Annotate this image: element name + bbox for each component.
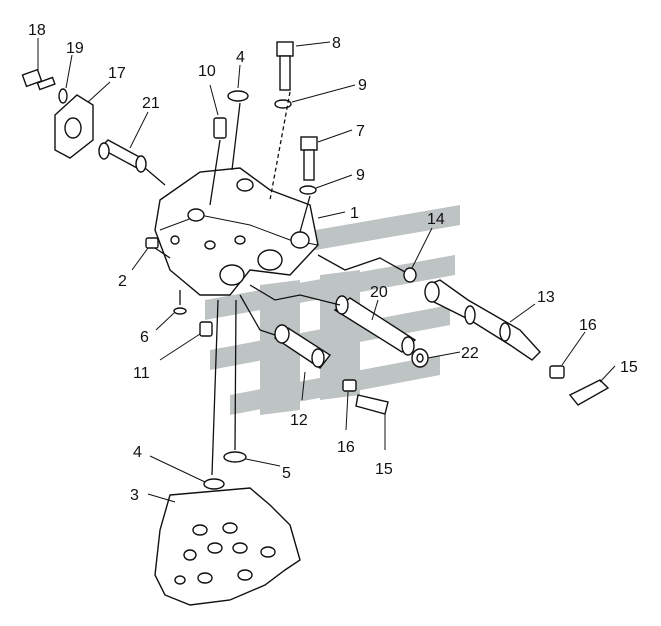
callout-4-lower: 4 [133,444,142,461]
callout-14: 14 [427,211,445,228]
callout-16-right: 16 [579,317,597,334]
callout-8: 8 [332,35,341,52]
nut-16-right [549,365,565,379]
callout-9-lower: 9 [356,167,365,184]
callout-labels: 18 19 17 21 10 4 8 9 7 9 1 14 2 20 13 6 … [28,22,638,504]
valve-body-1 [154,167,319,296]
callout-3: 3 [130,487,139,504]
callout-20: 20 [370,284,388,301]
washer-22 [411,348,429,368]
plug-10 [213,117,227,139]
o-ring-4-upper [227,90,249,102]
callout-2: 2 [118,273,127,290]
assembly-lines [144,91,406,476]
spool-12 [273,324,332,369]
callout-13: 13 [537,289,555,306]
o-ring-6 [173,307,187,315]
callout-17: 17 [108,65,126,82]
cover-plate-17 [54,94,94,159]
callout-11: 11 [133,365,150,382]
washer-9-lower [299,185,317,195]
spool-13 [424,279,541,361]
plug-11 [199,321,213,337]
bolt-18 [21,68,56,91]
watermark-block [260,280,300,415]
plug-14 [403,267,417,283]
pin-15-right [568,379,610,406]
washer-19 [58,88,68,104]
callout-5: 5 [282,465,291,482]
callout-21: 21 [142,95,160,112]
callout-16-left: 16 [337,439,355,456]
bolt-7 [300,136,318,181]
plug-2 [145,237,159,249]
leader-lines [37,38,616,503]
o-ring-5 [223,451,247,463]
callout-6: 6 [140,329,149,346]
callout-4-upper: 4 [236,49,245,66]
nut-16-left [342,379,357,392]
sleeve-21 [98,139,147,173]
o-ring-4-lower [203,478,225,490]
base-plate-3 [154,487,301,606]
callout-10: 10 [198,63,216,80]
piston-20 [333,295,417,356]
callout-7: 7 [356,123,365,140]
callout-12: 12 [290,412,308,429]
bolt-8 [276,41,294,91]
callout-22: 22 [461,345,479,362]
callout-1: 1 [350,205,359,222]
callout-15-right: 15 [620,359,638,376]
callout-19: 19 [66,40,84,57]
pin-15-left [355,394,389,415]
callout-15-left: 15 [375,461,393,478]
callout-9-upper: 9 [358,77,367,94]
callout-18: 18 [28,22,46,39]
